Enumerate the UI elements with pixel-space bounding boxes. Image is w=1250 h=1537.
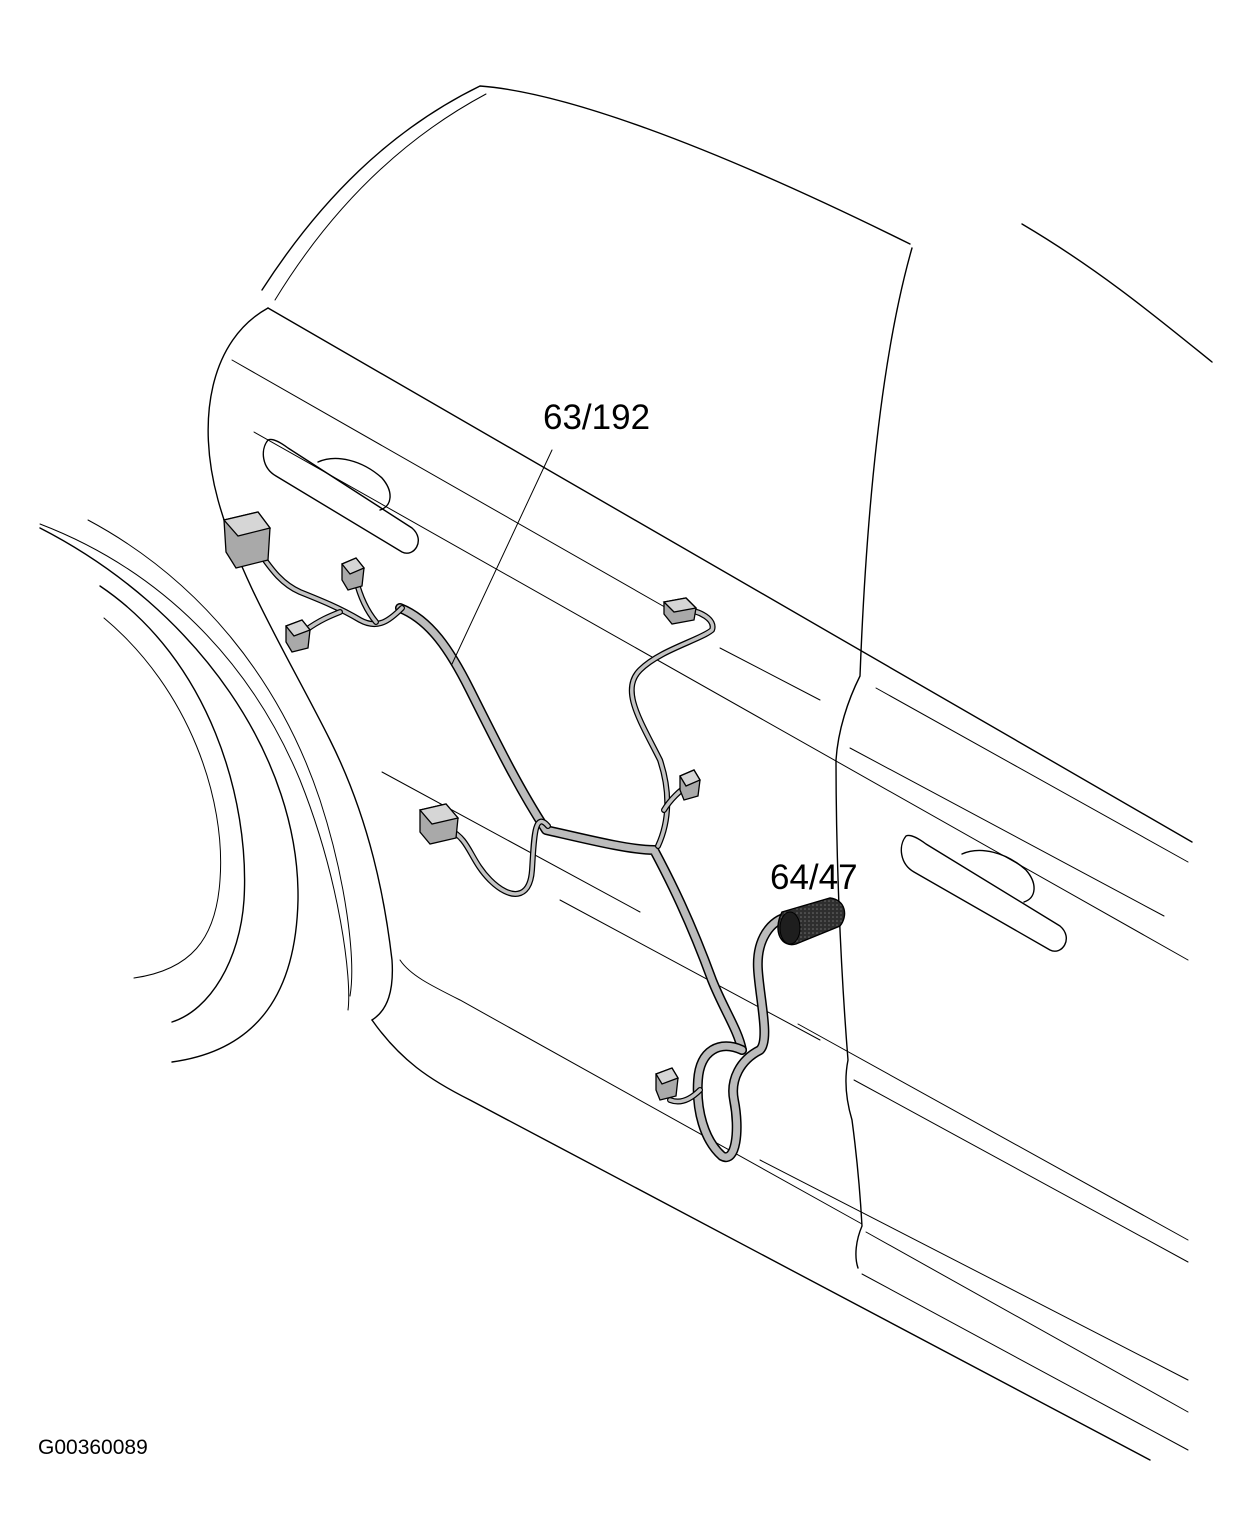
harness-lower-loop (692, 911, 795, 1163)
leader-line-harness (451, 449, 553, 665)
connector-bottom (655, 1067, 679, 1101)
belt-line-inner-rear (719, 647, 821, 701)
tire-inner-arc (99, 585, 246, 1023)
crease-line-1 (759, 1159, 1189, 1381)
crease-line-4 (849, 747, 1165, 917)
door-rear-edge (835, 247, 913, 1269)
front-door-handle (900, 834, 1067, 952)
crease-line-7 (559, 899, 821, 1041)
connector-left-mid (284, 619, 312, 653)
handle-grip (317, 457, 391, 511)
belt-line (267, 307, 1193, 843)
connector-upper-left-small (340, 557, 366, 591)
rear-wheel (39, 527, 299, 1063)
window-edge-line (253, 431, 1189, 961)
callout-grommet: 64/47 (770, 858, 858, 897)
roof-line (261, 85, 911, 291)
crease-line-5 (875, 687, 1189, 863)
rocker-line-2 (865, 1231, 1189, 1413)
fender-line-2 (87, 519, 353, 997)
crease-line-2 (797, 1023, 1189, 1241)
car-body-outline (39, 85, 1213, 1461)
connector-mid-right (679, 769, 701, 801)
grommet (777, 897, 846, 946)
handle-grip-front (961, 849, 1035, 903)
tire-outer-arc (39, 527, 299, 1063)
handle-recess-front (900, 834, 1067, 952)
rocker-line-1 (399, 959, 863, 1225)
door-front-edge (207, 307, 394, 1021)
callout-harness: 63/192 (543, 398, 650, 437)
belt-line-inner (231, 359, 671, 611)
rocker-line-3 (861, 1273, 1189, 1451)
roof-line-inner (274, 93, 487, 301)
rear-door-handle (262, 438, 419, 554)
fender-line (39, 523, 350, 1011)
crease-line-6 (381, 771, 641, 913)
handle-recess (262, 438, 419, 554)
rear-roof-line (1021, 223, 1213, 363)
door-bottom-line (371, 1019, 1151, 1461)
door-wiring-harness (222, 511, 846, 1163)
connector-upper-right (662, 597, 698, 625)
connector-upper-left-large (222, 511, 272, 569)
figure-id: G00360089 (38, 1436, 148, 1459)
crease-line-3 (853, 1079, 1189, 1263)
connector-lower-left (418, 803, 460, 845)
rim-arc (103, 617, 222, 979)
